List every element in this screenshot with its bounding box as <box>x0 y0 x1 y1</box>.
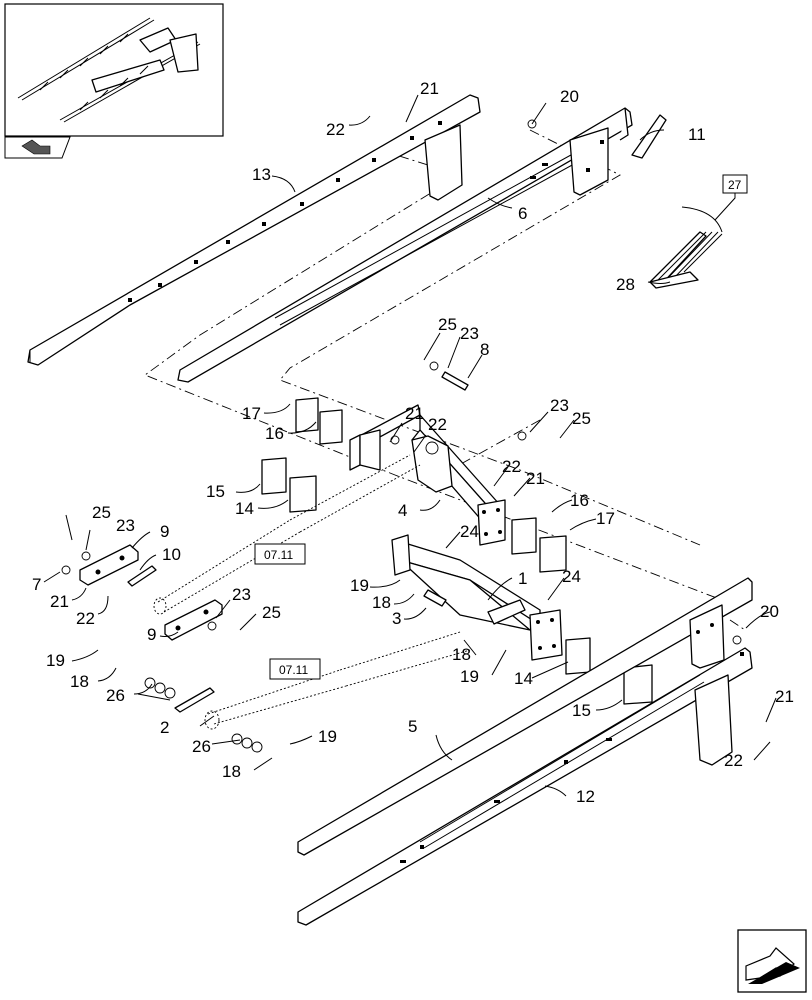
guide-rail-6[interactable] <box>177 107 633 383</box>
callout-21c: 21 <box>526 469 545 488</box>
crossbeam-4[interactable] <box>349 404 506 546</box>
crossbeam-1[interactable] <box>391 534 563 661</box>
callout-10: 10 <box>162 545 181 564</box>
callout-25b: 25 <box>572 409 591 428</box>
ref-box-0711-lower[interactable] <box>269 658 321 680</box>
callout-12: 12 <box>576 787 595 806</box>
cylinder-upper[interactable] <box>153 454 421 615</box>
callout-25c: 25 <box>92 503 111 522</box>
callout-13: 13 <box>252 165 271 184</box>
callout-23a: 23 <box>460 324 479 343</box>
ref-box-0711-upper[interactable] <box>254 543 306 565</box>
callout-24b: 24 <box>562 567 581 586</box>
callout-22a: 22 <box>326 120 345 139</box>
overview-thumbnail[interactable] <box>4 3 224 137</box>
callout-1: 1 <box>518 569 527 588</box>
ref-27-label: 27 <box>728 178 742 192</box>
callout-21a: 21 <box>420 79 439 98</box>
callout-17b: 17 <box>596 509 615 528</box>
bracket-9-upper[interactable] <box>79 544 139 586</box>
callout-23d: 23 <box>232 585 251 604</box>
bracket-9-lower[interactable] <box>164 599 223 641</box>
callout-7: 7 <box>32 575 41 594</box>
callout-21e: 21 <box>775 687 794 706</box>
callout-16a: 16 <box>265 424 284 443</box>
callouts: 13 6 11 28 21 22 20 25 23 8 17 16 21 22 … <box>32 79 794 806</box>
ref-0711-upper-label: 07.11 <box>264 548 293 562</box>
callout-15a: 15 <box>206 482 225 501</box>
rail-5[interactable] <box>297 577 753 856</box>
callout-16b: 16 <box>570 491 589 510</box>
plates[interactable] <box>261 397 653 705</box>
callout-2: 2 <box>160 718 169 737</box>
callout-19a: 19 <box>350 576 369 595</box>
pin-3[interactable] <box>423 589 447 607</box>
callout-19b: 19 <box>46 651 65 670</box>
callout-22c: 22 <box>502 457 521 476</box>
callout-9a: 9 <box>160 522 169 541</box>
pin-2[interactable] <box>174 687 215 713</box>
callout-3: 3 <box>392 609 401 628</box>
side-rail-13[interactable] <box>27 94 481 366</box>
callout-28: 28 <box>616 275 635 294</box>
callout-21d: 21 <box>50 592 69 611</box>
callout-14b: 14 <box>514 669 533 688</box>
callout-23c: 23 <box>116 516 135 535</box>
callout-14a: 14 <box>235 499 254 518</box>
washers <box>61 119 742 753</box>
callout-15b: 15 <box>572 701 591 720</box>
callout-18a: 18 <box>372 593 391 612</box>
pin-8[interactable] <box>441 371 469 391</box>
callout-23b: 23 <box>550 396 569 415</box>
part-28-tines[interactable] <box>649 231 723 289</box>
callout-26a: 26 <box>106 686 125 705</box>
callout-4: 4 <box>398 501 407 520</box>
callout-20a: 20 <box>560 87 579 106</box>
cylinder-lower[interactable] <box>204 631 471 730</box>
callout-19c: 19 <box>460 667 479 686</box>
back-arrow-icon[interactable] <box>4 136 71 159</box>
ref-0711-lower-label: 07.11 <box>279 663 308 677</box>
part-11[interactable] <box>631 114 667 159</box>
callout-19d: 19 <box>318 727 337 746</box>
callout-8: 8 <box>480 340 489 359</box>
callout-18c: 18 <box>452 645 471 664</box>
callout-11: 11 <box>688 125 706 144</box>
rail-12[interactable] <box>297 647 753 926</box>
callout-26b: 26 <box>192 737 211 756</box>
callout-25d: 25 <box>262 603 281 622</box>
callout-21b: 21 <box>405 404 424 423</box>
callout-18d: 18 <box>222 762 241 781</box>
callout-22e: 22 <box>724 751 743 770</box>
callout-22d: 22 <box>76 609 95 628</box>
callout-18b: 18 <box>70 672 89 691</box>
callout-20b: 20 <box>760 602 779 621</box>
callout-22b: 22 <box>428 415 447 434</box>
pin-10[interactable] <box>127 565 157 587</box>
callout-6: 6 <box>518 204 527 223</box>
callout-25a: 25 <box>438 315 457 334</box>
leader-lines <box>43 94 777 797</box>
callout-9b: 9 <box>147 625 156 644</box>
callout-24a: 24 <box>460 522 479 541</box>
next-page-arrow-icon[interactable] <box>737 929 807 993</box>
callout-17a: 17 <box>242 404 261 423</box>
ref-box-27[interactable] <box>681 174 748 233</box>
callout-5: 5 <box>408 717 417 736</box>
